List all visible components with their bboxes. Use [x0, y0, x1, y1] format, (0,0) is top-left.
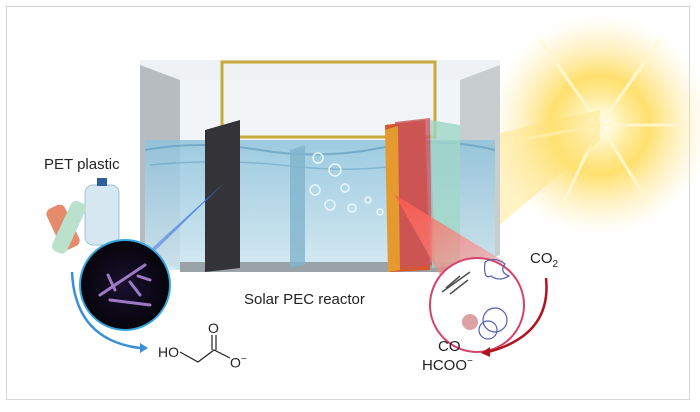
reactor-label: Solar PEC reactor	[244, 291, 365, 308]
co-label: CO	[438, 338, 461, 355]
sun-icon	[470, 15, 700, 250]
wire	[220, 60, 437, 139]
glycolate-structure	[179, 335, 231, 363]
photoanode	[205, 120, 240, 272]
bubbles	[309, 152, 384, 216]
anode-micrograph	[79, 239, 171, 331]
anode-arrow	[70, 271, 141, 350]
pet-plastic-label: PET plastic	[44, 156, 120, 173]
formate-label: HCOO−	[422, 356, 473, 374]
glycolate-carbonyl-o: O	[208, 320, 219, 336]
membrane	[290, 145, 305, 268]
co2-label: CO2	[530, 250, 559, 270]
glycolate-ho: HO	[158, 344, 179, 360]
glycolate-anion-o: O−	[230, 354, 247, 371]
figure-frame	[6, 6, 690, 400]
cathode-arrow	[487, 277, 548, 354]
cathode-zoom-beam	[395, 195, 505, 275]
cathode-catalyst-circle	[429, 257, 525, 353]
pet-bottles-icon	[46, 178, 120, 254]
